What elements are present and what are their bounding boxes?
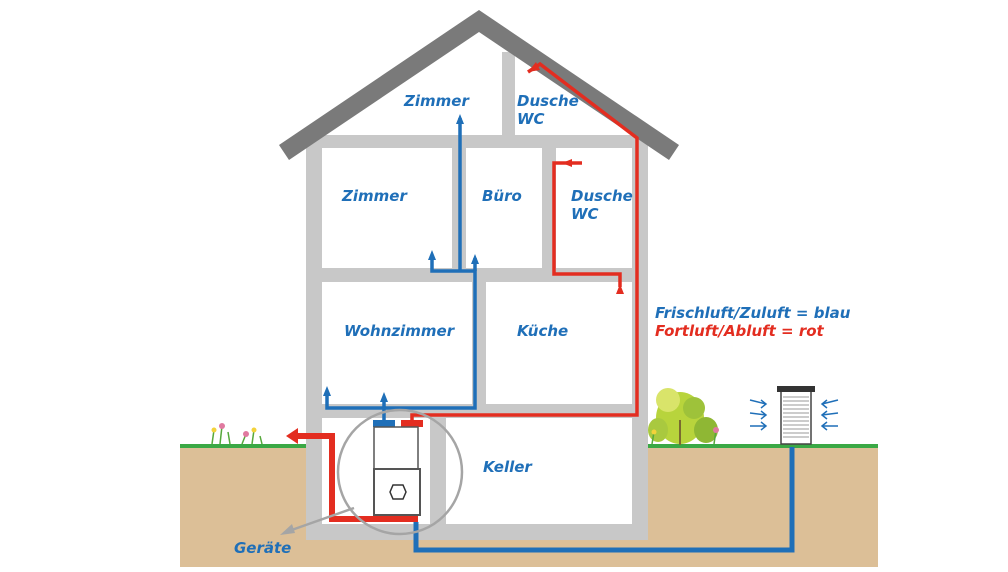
grass-right [640,444,878,448]
ventilation-unit-icon [280,408,464,536]
arrow-office-fresh [471,254,479,264]
flower-icon [211,423,719,445]
arrow-room-fresh [428,250,436,260]
fresh-ground-duct [413,447,795,553]
room-upper-right [556,148,632,268]
device-pointer-line [285,506,355,534]
arrow-livingroom-fresh-2 [380,392,388,402]
unit-exhaust-port [401,420,423,427]
exhaust-main-duct [410,61,639,421]
fresh-livingroom-duct [325,392,386,421]
room-ground-left [322,282,472,404]
bush-icon [648,388,718,445]
device-label: Geräte [234,539,291,557]
legend-exhaust-air: Fortluft/Abluft = rot [655,322,825,340]
outdoor-air-intake-icon [749,386,839,445]
arrow-outlet [286,428,298,444]
heat-exchanger-icon [389,484,407,500]
room-label-upper-left: Zimmer [341,187,408,205]
intake-arrows [749,399,839,431]
room-label-attic-right-line2: WC [517,110,545,128]
attic-space [306,22,648,148]
room-label-ground-left: Wohnzimmer [344,322,456,340]
room-upper-middle [466,148,542,268]
legend-fresh-air: Frischluft/Zuluft = blau [655,304,851,322]
legend: Frischluft/Zuluft = blau Fortluft/Abluft… [655,304,851,340]
room-label-attic-right-line1: Dusche [517,92,579,110]
room-label-upper-right-line2: WC [571,205,599,223]
grass-left [180,444,310,448]
arrow-kitchen-exhaust [616,284,624,294]
exhaust-arrows [286,62,624,444]
attic-partition [502,52,515,142]
magnifier-circle [336,408,464,536]
unit-fresh-port [373,420,395,427]
room-labels: Zimmer Dusche WC Zimmer Büro Dusche WC W… [234,92,633,557]
room-upper-left [322,148,452,268]
arrow-shower-exhaust [562,159,572,167]
room-label-attic-left: Zimmer [403,92,470,110]
intake-cap [777,386,815,392]
fresh-room-duct [430,256,460,273]
room-label-upper-right-line1: Dusche [571,187,633,205]
room-label-basement: Keller [483,458,533,476]
arrow-livingroom-fresh [323,386,331,396]
attic-floor [306,135,648,148]
fresh-arrows [323,114,479,427]
device-pointer-arrow [280,524,295,535]
arrow-attic-fresh [456,114,464,124]
room-label-ground-right: Küche [517,322,568,340]
intake-louvers [783,396,809,438]
room-ground-right [486,282,632,404]
arrow-attic-exhaust [528,62,540,72]
unit-top [373,426,419,470]
room-basement-right [446,418,632,524]
room-label-upper-middle: Büro [482,187,522,205]
fresh-ducts [325,118,795,553]
fresh-riser-duct [384,269,477,410]
